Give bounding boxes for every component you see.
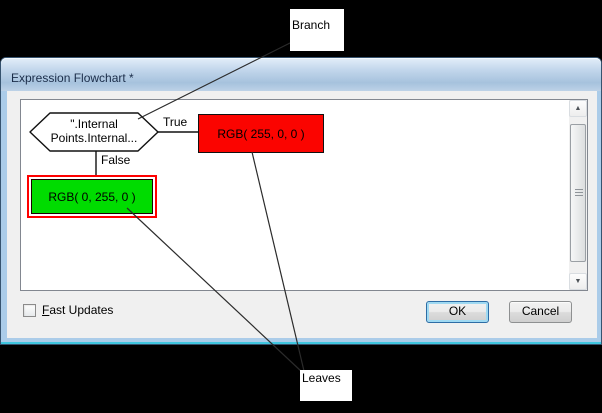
vertical-scrollbar[interactable]: ▲ ▼ — [569, 100, 587, 290]
scrollbar-thumb[interactable] — [570, 124, 586, 262]
dialog-title: Expression Flowchart * — [11, 71, 134, 85]
scroll-down-icon: ▼ — [574, 278, 582, 285]
fast-updates-checkbox[interactable] — [23, 303, 36, 317]
leaf-node-green[interactable]: RGB( 0, 255, 0 ) — [31, 179, 153, 214]
flowchart-shapes — [29, 112, 198, 175]
selection-outline — [27, 175, 157, 218]
branch-node-text-line1: ".Internal — [70, 117, 118, 131]
window-bottom-glow — [1, 342, 601, 344]
false-edge-label: False — [101, 153, 131, 167]
branch-annotation-label: Branch — [290, 9, 344, 51]
fast-updates-row: Fast Updates — [23, 303, 113, 317]
fast-updates-rest: ast Updates — [49, 303, 114, 317]
dialog-titlebar[interactable]: Expression Flowchart * — [1, 58, 601, 91]
dialog-client-area: ".Internal Points.Internal... True False… — [7, 91, 597, 338]
fast-updates-accel: F — [42, 303, 50, 317]
ok-button[interactable]: OK — [426, 301, 489, 323]
true-edge-label: True — [163, 115, 188, 129]
leaf-node-green-label: RGB( 0, 255, 0 ) — [48, 189, 136, 204]
leaf-node-red-label: RGB( 255, 0, 0 ) — [217, 126, 305, 141]
cancel-button[interactable]: Cancel — [509, 301, 572, 323]
expression-flowchart-dialog: Expression Flowchart * ".Internal Points… — [0, 57, 602, 345]
scrollbar-grip-icon — [575, 189, 583, 197]
fast-updates-label[interactable]: Fast Updates — [42, 303, 113, 317]
scroll-up-button[interactable]: ▲ — [569, 100, 587, 117]
scroll-down-button[interactable]: ▼ — [569, 273, 587, 290]
leaf-node-red[interactable]: RGB( 255, 0, 0 ) — [198, 114, 324, 153]
scroll-up-icon: ▲ — [574, 105, 582, 112]
branch-node-text-line2: Points.Internal... — [50, 131, 138, 145]
flowchart-canvas[interactable]: ".Internal Points.Internal... True False… — [20, 99, 588, 291]
branch-node-text[interactable]: ".Internal Points.Internal... — [30, 117, 158, 145]
leaves-annotation-label: Leaves — [300, 370, 352, 401]
branch-hexagon-node[interactable] — [29, 112, 159, 152]
